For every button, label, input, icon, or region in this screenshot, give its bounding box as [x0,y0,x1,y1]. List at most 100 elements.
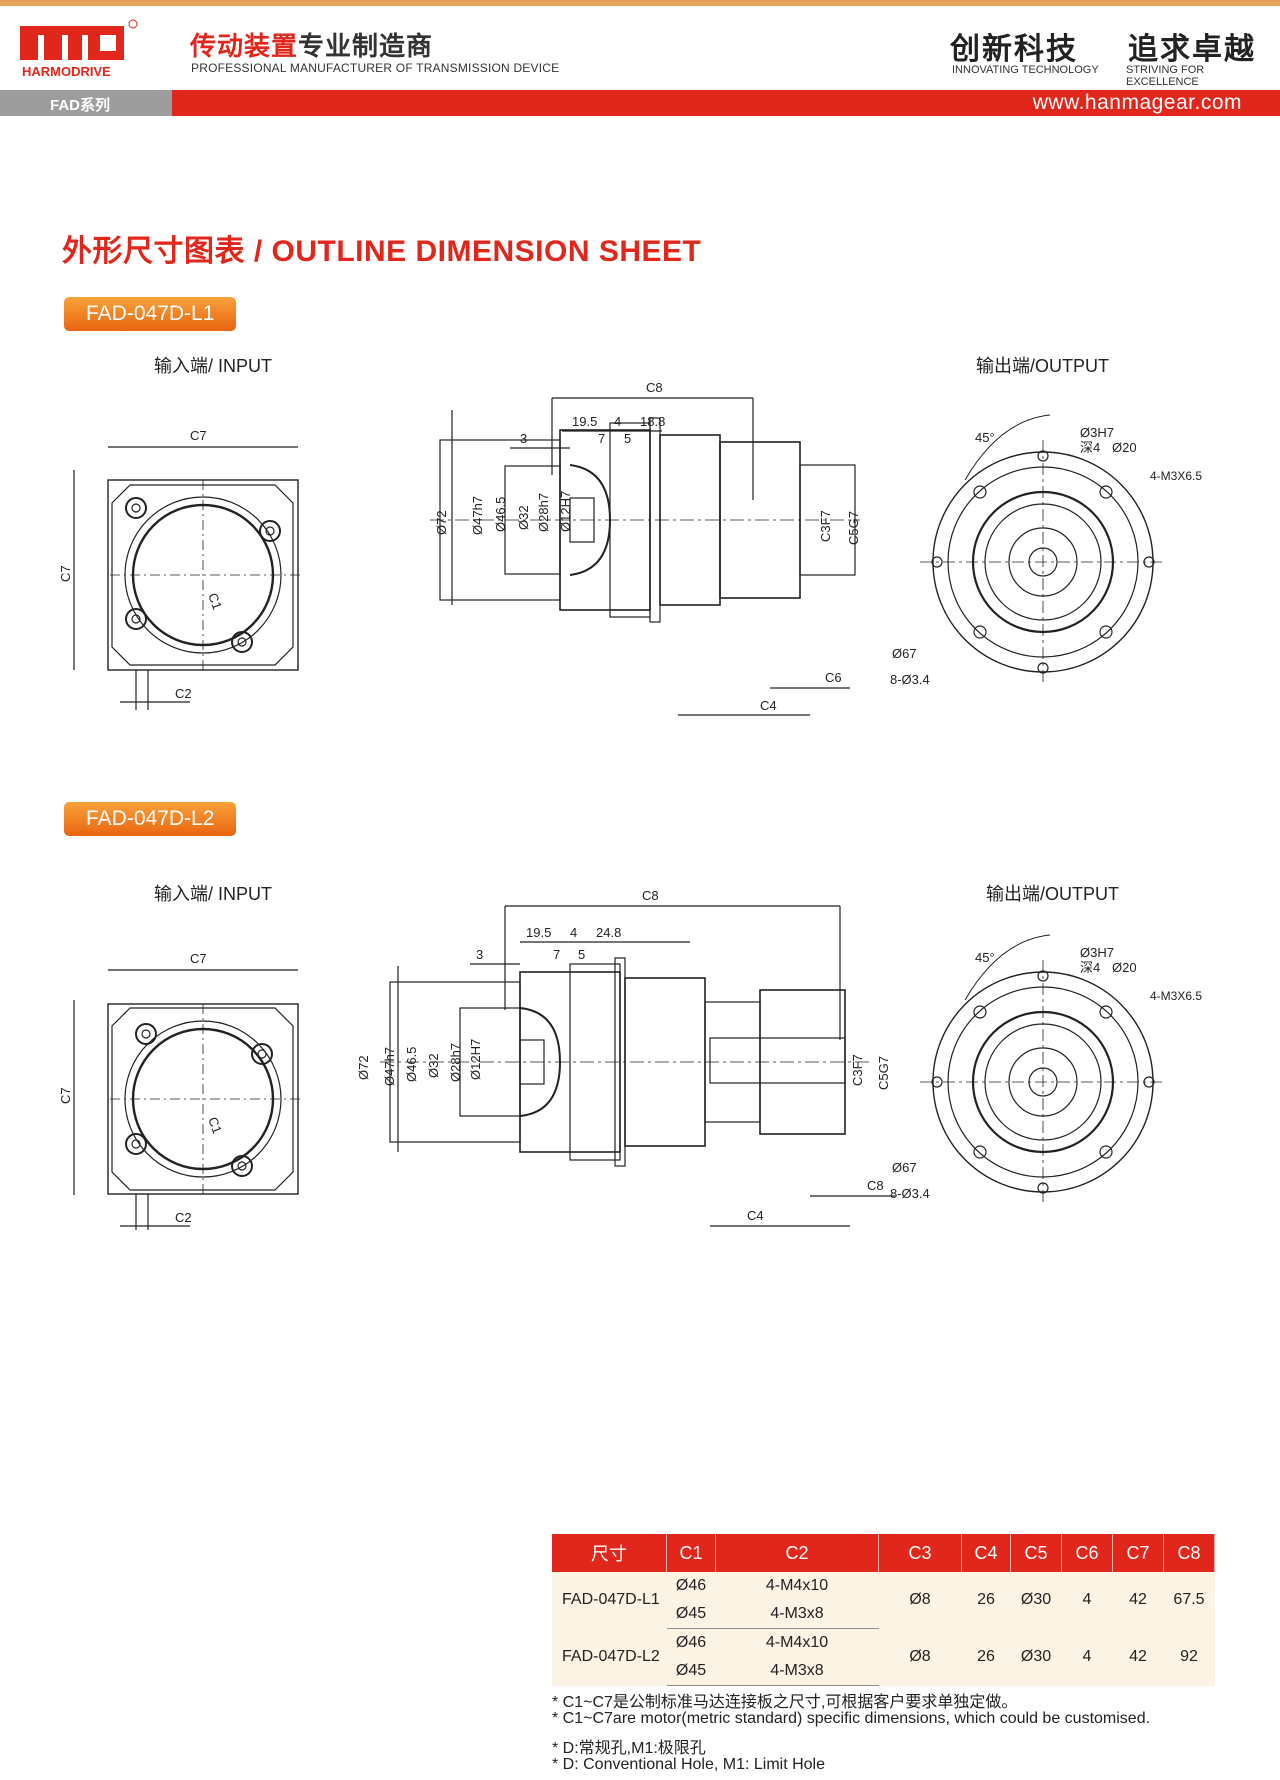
input-label-l2: 输入端/ INPUT [154,884,273,904]
brand-name: HARMODRIVE [22,64,111,79]
cell-c8: 92 [1163,1628,1215,1686]
dim-7: 7 [553,947,560,962]
dim-7: 7 [598,431,605,446]
output-label-l2: 输出端/OUTPUT [986,884,1119,904]
dim-phi67: Ø67 [892,646,917,661]
cell-c2: 4-M4x10 [715,1572,879,1600]
dim-c6: C8 [867,1178,884,1193]
cell-c6: 4 [1061,1572,1113,1629]
dim-phi46-5: Ø46.5 [404,1047,419,1082]
dim-phi28: Ø28h7 [448,1043,463,1082]
note-1: * C1~C7是公制标准马达连接板之尺寸,可根据客户要求单独定做。 [552,1694,1018,1711]
output-view-l1: 45° Ø3H7 深4 Ø20 4-M3X6.5 Ø67 8-Ø3.4 [890,414,1202,687]
dim-phi20: Ø20 [1112,440,1137,455]
dimension-table: 尺寸 C1 C2 C3 C4 C5 C6 C7 C8 FAD-047D-L1 Ø… [552,1534,1215,1686]
dim-5: 5 [578,947,585,962]
model-tag-l2: FAD-047D-L2 [64,802,237,836]
thread-spec: 4-M3X6.5 [1150,989,1202,1003]
dim-c8: C8 [642,890,659,903]
dim-c2: C2 [175,686,192,701]
dim-phi28: Ø28h7 [536,493,551,532]
header-c6: C6 [1061,1534,1113,1572]
dim-5: 5 [624,431,631,446]
cell-model: FAD-047D-L1 [552,1572,667,1629]
cell-c6: 4 [1061,1628,1113,1686]
dim-18-8: 18.8 [640,414,665,429]
pin-depth: 深4 [1080,960,1100,975]
header-c1: C1 [666,1534,716,1572]
dim-24-8: 24.8 [596,925,621,940]
cell-c1: Ø45 [666,1600,716,1629]
sheet-title: 外形尺寸图表 / OUTLINE DIMENSION SHEET [62,235,702,268]
output-view-l2: 45° Ø3H7 深4 Ø20 4-M3X6.5 Ø67 8-Ø3.4 [890,934,1202,1205]
cell-c7: 42 [1112,1572,1164,1629]
dim-c3: C3F7 [850,1054,865,1086]
dim-c6: C6 [825,670,842,685]
dim-phi72: Ø72 [434,510,449,535]
motto-striving-cn: 追求卓越 [1128,32,1256,67]
dim-c4: C4 [760,698,777,713]
header-c8: C8 [1163,1534,1215,1572]
cell-c1: Ø46 [666,1572,716,1600]
website-bar [172,90,1280,116]
dim-c7-side: C7 [58,565,73,582]
dim-phi32: Ø32 [516,505,531,530]
cell-c5: Ø30 [1010,1572,1062,1629]
dim-3: 3 [476,947,483,962]
cell-c2: 4-M3x8 [715,1600,879,1629]
dim-phi12: Ø12H7 [468,1039,483,1080]
cell-c1: Ø46 [666,1628,716,1657]
dim-c7-top: C7 [190,951,207,966]
model-tag-l1: FAD-047D-L1 [64,297,237,331]
motto-innovating-en: INNOVATING TECHNOLOGY [952,64,1099,76]
cell-c4: 26 [961,1628,1011,1686]
drawing-l1: C7 C7 C1 C2 C8 19.5 4 18.8 [58,380,1202,716]
header-size: 尺寸 [552,1534,667,1572]
dim-c7-side: C7 [58,1087,73,1104]
dim-c7-top: C7 [190,428,207,443]
harmodrive-logo: HARMODRIVE [20,18,142,80]
side-view-l2: C8 19.5 4 24.8 3 7 5 Ø72 Ø47h7 Ø46 [356,890,895,1227]
cell-c4: 26 [961,1572,1011,1629]
input-label-l1: 输入端/ INPUT [154,356,273,376]
motto-striving-en: STRIVING FOR EXCELLENCE [1126,64,1205,88]
dim-phi47: Ø47h7 [470,496,485,535]
note-3: * D:常规孔,M1:极限孔 [552,1740,706,1757]
pin-hole: Ø3H7 [1080,425,1114,440]
tagline-dark: 专业制造商 [298,31,434,61]
dim-19-5: 19.5 [572,414,597,429]
tagline-en: PROFESSIONAL MANUFACTURER OF TRANSMISSIO… [191,61,560,75]
table-row: FAD-047D-L2 Ø46 4-M4x10 Ø8 26 Ø30 4 42 9… [552,1628,1215,1686]
dim-phi12: Ø12H7 [558,491,573,532]
output-label-l1: 输出端/OUTPUT [976,356,1109,376]
dim-c4: C4 [747,1208,764,1223]
website-link[interactable]: www.hanmagear.com [1032,91,1242,114]
dim-c2: C2 [175,1210,192,1225]
angle-45: 45° [975,430,995,445]
cell-c1: Ø45 [666,1657,716,1686]
dim-4: 4 [614,414,621,429]
cell-c8: 67.5 [1163,1572,1215,1629]
dim-phi32: Ø32 [426,1053,441,1078]
dim-19-5: 19.5 [526,925,551,940]
header-c4: C4 [961,1534,1011,1572]
angle-45: 45° [975,950,995,965]
dim-phi20: Ø20 [1112,960,1137,975]
tagline-cn: 传动装置专业制造商 [190,26,433,63]
dim-c5: C5G7 [846,511,861,545]
dim-c5: C5G7 [876,1056,891,1090]
table-row: Ø45 4-M3x8 [552,1657,1215,1686]
dim-phi72: Ø72 [356,1055,371,1080]
drawing-l2: C7 C7 C1 C2 C8 19.5 4 24.8 [58,890,1202,1230]
table-row: Ø45 4-M3x8 [552,1600,1215,1629]
cell-c2: 4-M4x10 [715,1628,879,1657]
cell-model: FAD-047D-L2 [552,1628,667,1686]
thread-spec: 4-M3X6.5 [1150,469,1202,483]
dim-c3: C3F7 [818,510,833,542]
motto-innovating-cn: 创新科技 [950,32,1078,67]
cell-c2: 4-M3x8 [715,1657,879,1686]
header-c5: C5 [1010,1534,1062,1572]
dim-c1: C1 [205,1115,225,1136]
header-c7: C7 [1112,1534,1164,1572]
cell-c3: Ø8 [878,1628,962,1686]
